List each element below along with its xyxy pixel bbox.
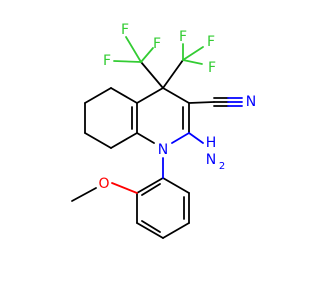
fluorine-atom-label: F bbox=[207, 34, 215, 50]
bond bbox=[162, 177, 190, 194]
ring-nitrogen-label: N bbox=[158, 142, 168, 158]
bond bbox=[136, 87, 164, 104]
bond bbox=[84, 87, 112, 104]
bond bbox=[162, 59, 184, 89]
amino-h2-subscript: 2 bbox=[219, 161, 225, 172]
fluorine-atom-label: F bbox=[103, 53, 111, 69]
bond bbox=[182, 46, 204, 61]
bond bbox=[71, 187, 97, 202]
bond bbox=[136, 132, 155, 144]
bond bbox=[110, 87, 138, 104]
nitrile-nitrogen-label: N bbox=[246, 94, 256, 110]
nitrogen-bonds bbox=[136, 97, 243, 179]
bond bbox=[125, 36, 142, 63]
bond bbox=[182, 59, 203, 65]
bond bbox=[140, 47, 154, 63]
bond bbox=[140, 61, 164, 89]
fluorine-atom-label: F bbox=[153, 36, 161, 52]
oxygen-bonds bbox=[111, 182, 138, 194]
bond bbox=[141, 183, 161, 196]
molecule-canvas: F F F F F F N H N 2 N O bbox=[71, 22, 257, 239]
fluorine-atom-label: F bbox=[121, 22, 129, 38]
fluorine-atom-label: F bbox=[208, 60, 216, 76]
bond bbox=[113, 60, 142, 63]
bond bbox=[136, 222, 164, 239]
bond bbox=[188, 132, 204, 144]
bond bbox=[110, 132, 138, 149]
bond bbox=[188, 101, 215, 104]
bond bbox=[171, 132, 190, 144]
bond bbox=[84, 132, 112, 149]
methoxy-oxygen-label: O bbox=[98, 176, 109, 192]
bond bbox=[111, 182, 138, 194]
bond bbox=[136, 177, 164, 194]
amino-nitrogen-label: N bbox=[206, 152, 216, 168]
amino-hydrogen-label: H bbox=[206, 135, 217, 151]
carbon-bonds bbox=[71, 59, 215, 239]
atom-labels: F F F F F F N H N 2 N O bbox=[98, 22, 256, 192]
bond bbox=[141, 220, 161, 233]
fluorine-bonds bbox=[113, 36, 204, 65]
fluorine-atom-label: F bbox=[179, 29, 187, 45]
bond bbox=[162, 222, 190, 239]
bond bbox=[162, 87, 190, 104]
molecule-structure: F F F F F F N H N 2 N O bbox=[71, 22, 256, 239]
